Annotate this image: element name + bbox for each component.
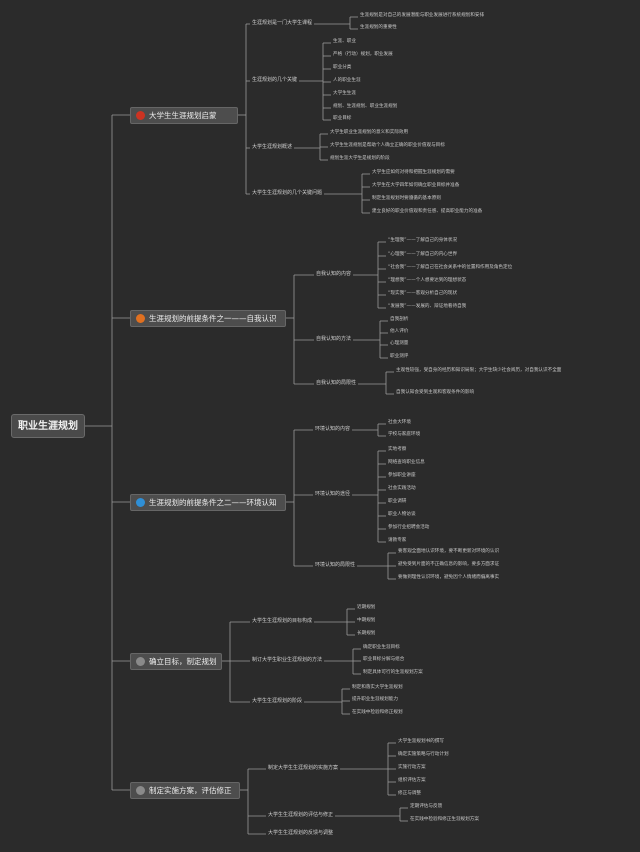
- leaf-item[interactable]: 修正与调整: [398, 791, 421, 796]
- branch-label: 生涯规划的前提条件之二——环境认知: [149, 498, 277, 507]
- leaf-item[interactable]: 建立良好的职业价值观和责任感、提高职业能力的准备: [372, 209, 483, 214]
- sub-topic[interactable]: 环境认知的局限性: [315, 562, 356, 568]
- leaf-item[interactable]: 近期规划: [357, 605, 376, 610]
- sub-topic[interactable]: 大学生生涯规划的几个关键问题: [252, 190, 323, 196]
- leaf-item[interactable]: 人的职业生涯: [333, 78, 361, 83]
- branch-career-enlightenment[interactable]: 大学生生涯规划启蒙: [130, 107, 238, 124]
- branch-set-goals[interactable]: 确立目标，制定规划: [130, 653, 222, 670]
- priority-marker-icon: [136, 314, 145, 323]
- sub-topic[interactable]: 制定大学生生涯规划的实施方案: [268, 765, 339, 771]
- sub-topic[interactable]: 自我认知的局限性: [316, 380, 357, 386]
- leaf-item[interactable]: 参加行业招聘会活动: [388, 525, 430, 530]
- sub-topic[interactable]: 自我认知的内容: [316, 271, 352, 277]
- leaf-item[interactable]: 避免受到片面的不正确信息的影响，要多方面求证: [398, 562, 500, 567]
- leaf-item[interactable]: 大学生生涯: [333, 91, 356, 96]
- sub-topic[interactable]: 生涯规划是一门大学生课程: [252, 20, 313, 26]
- sub-topic[interactable]: 大学生生涯规划的评估与修正: [268, 812, 334, 818]
- leaf-item[interactable]: 参加职业讲座: [388, 473, 416, 478]
- branch-self-awareness[interactable]: 生涯规划的前提条件之一——自我认识: [130, 310, 286, 327]
- leaf-item[interactable]: 严格（行动）规划，职业发展: [333, 52, 393, 57]
- leaf-item[interactable]: 职业分类: [333, 65, 352, 70]
- priority-marker-icon: [136, 786, 145, 795]
- leaf-item[interactable]: “生理我”——了解自己的身体状况: [388, 238, 458, 243]
- leaf-item[interactable]: 组织评估方案: [398, 778, 426, 783]
- priority-marker-icon: [136, 498, 145, 507]
- leaf-item[interactable]: 大学生应如何对待和把握生涯规划的需要: [372, 170, 455, 175]
- leaf-item[interactable]: 大学生职业生涯规划的意义和实际效用: [330, 130, 409, 135]
- leaf-item[interactable]: 规划生涯大学生是规划的阶段: [330, 156, 390, 161]
- leaf-item[interactable]: 大学生涯规划书的撰写: [398, 739, 444, 744]
- leaf-item[interactable]: 学校与家庭环境: [388, 432, 421, 437]
- leaf-item[interactable]: 自我剖析: [390, 317, 409, 322]
- leaf-item[interactable]: 确定实施策略与行动计划: [398, 752, 449, 757]
- leaf-item[interactable]: 大学生生涯规划是帮助个人确立正确的职业价值观与目标: [330, 143, 445, 148]
- leaf-item[interactable]: 制定生涯规划时要遵循的基本原则: [372, 196, 441, 201]
- leaf-item[interactable]: “现实我”——客观分析自己的现状: [388, 291, 458, 296]
- sub-topic[interactable]: 自我认知的方法: [316, 336, 352, 342]
- leaf-item[interactable]: 制定具体可行的生涯规划方案: [363, 670, 423, 675]
- branch-label: 大学生生涯规划启蒙: [149, 111, 217, 120]
- leaf-item[interactable]: “理想我”——个人想要达到的理想状态: [388, 278, 467, 283]
- leaf-item[interactable]: “社会我”——了解自己在社会关系中的位置和作用及角色定位: [388, 265, 513, 270]
- leaf-item[interactable]: 请教专家: [388, 538, 407, 543]
- leaf-item[interactable]: 实地考察: [388, 447, 407, 452]
- leaf-item[interactable]: 确定职业生涯目标: [363, 645, 400, 650]
- leaf-item[interactable]: 社会大环境: [388, 420, 411, 425]
- leaf-item[interactable]: 他人评价: [390, 329, 409, 334]
- leaf-item[interactable]: “心理我”——了解自己的内心世界: [388, 252, 458, 257]
- sub-topic[interactable]: 生涯规划的几个关键: [252, 77, 298, 83]
- leaf-item[interactable]: 要做到理性认识环境，避免因个人情绪而偏离事实: [398, 575, 500, 580]
- priority-marker-icon: [136, 111, 145, 120]
- branch-label: 制定实施方案，评估修正: [149, 786, 232, 795]
- leaf-item[interactable]: 职业测评: [390, 354, 409, 359]
- sub-topic[interactable]: 环境认知的途径: [315, 491, 351, 497]
- priority-marker-icon: [136, 657, 145, 666]
- sub-topic[interactable]: 大学生生涯规划的目标构成: [252, 618, 313, 624]
- leaf-item[interactable]: 生涯规划的重要性: [360, 25, 397, 30]
- leaf-item[interactable]: “发展我”——发展的、辩证地看待自我: [388, 304, 467, 309]
- branch-label: 确立目标，制定规划: [149, 657, 217, 666]
- leaf-item[interactable]: 职业目标: [333, 116, 352, 121]
- branch-implement-plan[interactable]: 制定实施方案，评估修正: [130, 782, 240, 799]
- sub-topic[interactable]: 环境认知的内容: [315, 426, 351, 432]
- leaf-item[interactable]: 在实践中检验和修正规划: [352, 710, 403, 715]
- leaf-item[interactable]: 定期评估与反馈: [410, 804, 443, 809]
- leaf-item[interactable]: 提升职业生涯规划能力: [352, 697, 398, 702]
- leaf-item[interactable]: 制定和落实大学生涯规划: [352, 685, 403, 690]
- leaf-item[interactable]: 职业调研: [388, 499, 407, 504]
- sub-topic[interactable]: 大学生生涯规划的反馈与调整: [268, 830, 334, 836]
- leaf-item[interactable]: 网络查询职业信息: [388, 460, 425, 465]
- leaf-item[interactable]: 职业人物访谈: [388, 512, 416, 517]
- branch-label: 生涯规划的前提条件之一——自我认识: [149, 314, 277, 323]
- leaf-item[interactable]: 生涯、职业: [333, 39, 356, 44]
- leaf-item[interactable]: 在实践中检验和修正生涯规划方案: [410, 817, 479, 822]
- leaf-item[interactable]: 大学生在大学四年如何确立职业目标并准备: [372, 183, 460, 188]
- root-node[interactable]: 职业生涯规划: [11, 414, 85, 438]
- leaf-item[interactable]: 规划、生涯规划、职业生涯规划: [333, 104, 398, 109]
- leaf-item[interactable]: 自我认知会受到主观和客观条件的影响: [396, 390, 475, 395]
- sub-topic[interactable]: 制订大学生职业生涯规划的方法: [252, 657, 323, 663]
- leaf-item[interactable]: 职业目标分解与组合: [363, 657, 405, 662]
- sub-topic[interactable]: 大学生生涯规划的阶段: [252, 698, 303, 704]
- leaf-item[interactable]: 心理测量: [390, 341, 409, 346]
- leaf-item[interactable]: 主观性较强，受自身的经历和知识局限；大学生缺少社会阅历，对自我认识不全面: [396, 368, 562, 373]
- leaf-item[interactable]: 生涯规划是对自己的发展潜能与职业发展进行系统规划和安排: [360, 13, 485, 18]
- leaf-item[interactable]: 长期规划: [357, 631, 376, 636]
- branch-environment-awareness[interactable]: 生涯规划的前提条件之二——环境认知: [130, 494, 286, 511]
- sub-topic[interactable]: 大学生涯规划概述: [252, 144, 293, 150]
- leaf-item[interactable]: 实施行动方案: [398, 765, 426, 770]
- leaf-item[interactable]: 中期规划: [357, 618, 376, 623]
- leaf-item[interactable]: 要客观全面地认识环境，要不断更新对环境的认识: [398, 549, 500, 554]
- leaf-item[interactable]: 社会实践活动: [388, 486, 416, 491]
